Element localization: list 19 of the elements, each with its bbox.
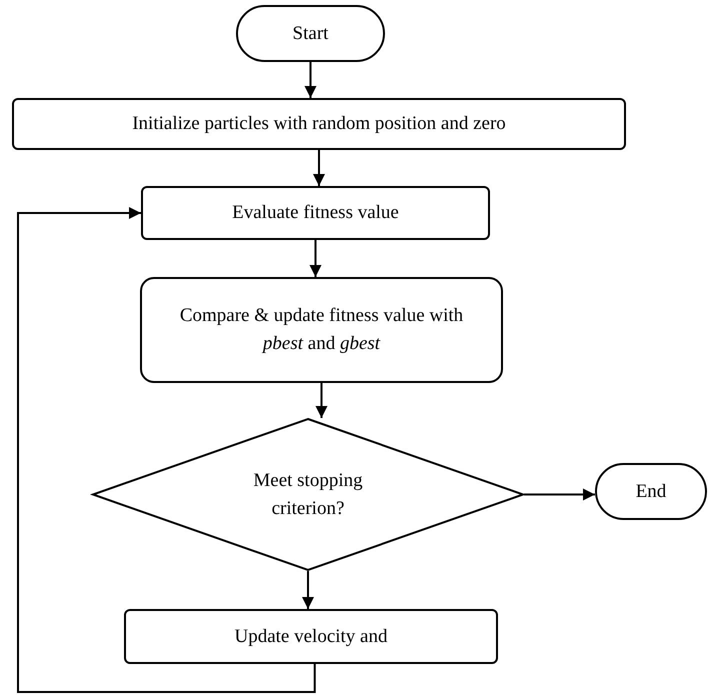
node-label: End bbox=[634, 480, 668, 504]
arrow bbox=[316, 383, 328, 418]
node-label: Evaluate fitness value bbox=[231, 201, 400, 226]
arrow bbox=[313, 150, 325, 186]
arrow bbox=[310, 240, 322, 277]
node-label: Meet stopping criterion? bbox=[252, 468, 364, 520]
node-label: Initialize particles with random position and zero bbox=[131, 112, 507, 136]
arrow bbox=[304, 62, 316, 98]
node-label: Start bbox=[292, 22, 330, 46]
process-box bbox=[124, 609, 498, 664]
decision-diamond bbox=[92, 418, 524, 571]
process-box bbox=[141, 186, 490, 240]
arrow bbox=[524, 488, 595, 500]
node-label: Compare & update fitness value with pbest and gbest bbox=[178, 304, 464, 356]
process-box bbox=[140, 277, 503, 383]
process-box bbox=[12, 98, 626, 150]
arrow bbox=[302, 571, 314, 609]
node-label: Update velocity and bbox=[233, 624, 388, 649]
arrow bbox=[17, 207, 316, 693]
